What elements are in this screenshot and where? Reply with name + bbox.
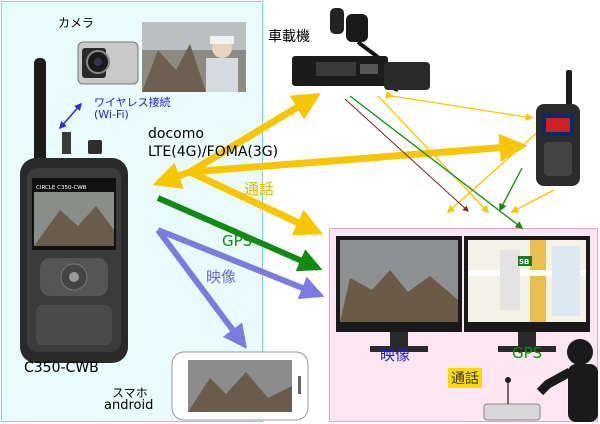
call-label: 通話	[244, 180, 275, 198]
operator-icon	[483, 339, 598, 422]
handheld-radio-small-icon	[536, 70, 580, 186]
wifi-arrow	[59, 102, 82, 130]
radio-display-header: CIRCLE C350-CWB	[36, 185, 87, 191]
vehicle-radio-label: 車載機	[268, 29, 310, 45]
video-label: 映像	[206, 268, 237, 286]
smartphone-icon	[171, 351, 309, 421]
video-monitor-icon	[336, 236, 462, 352]
call-arrows	[152, 93, 528, 236]
network-type-label: LTE(4G)/FOMA(3G)	[148, 144, 279, 160]
operator-call-label: 通話	[448, 368, 482, 388]
monitor-video-label: 映像	[380, 346, 411, 364]
action-camera-icon	[77, 41, 139, 85]
vehicle-radio-icon	[292, 8, 430, 92]
radio-model-label: C350-CWB	[24, 360, 99, 376]
smartphone-label: スマホ	[112, 386, 148, 400]
monitor-gps-label: GPS	[512, 344, 543, 362]
android-label: android	[104, 398, 154, 413]
thin-arrows	[344, 91, 555, 229]
gps-map-monitor-icon	[464, 236, 590, 352]
camera-label: カメラ	[58, 16, 95, 30]
video-arrows	[155, 227, 325, 349]
gps-label: GPS	[222, 232, 253, 250]
rescuer-photo	[142, 22, 246, 92]
handheld-radio-icon	[20, 58, 128, 363]
wireless-connection-label: ワイヤレス接続	[94, 96, 171, 109]
gps-arrow	[156, 195, 323, 272]
carrier-label: docomo	[148, 126, 204, 142]
map-badge: SB	[519, 258, 529, 266]
wifi-label: (Wi-Fi)	[94, 108, 129, 121]
